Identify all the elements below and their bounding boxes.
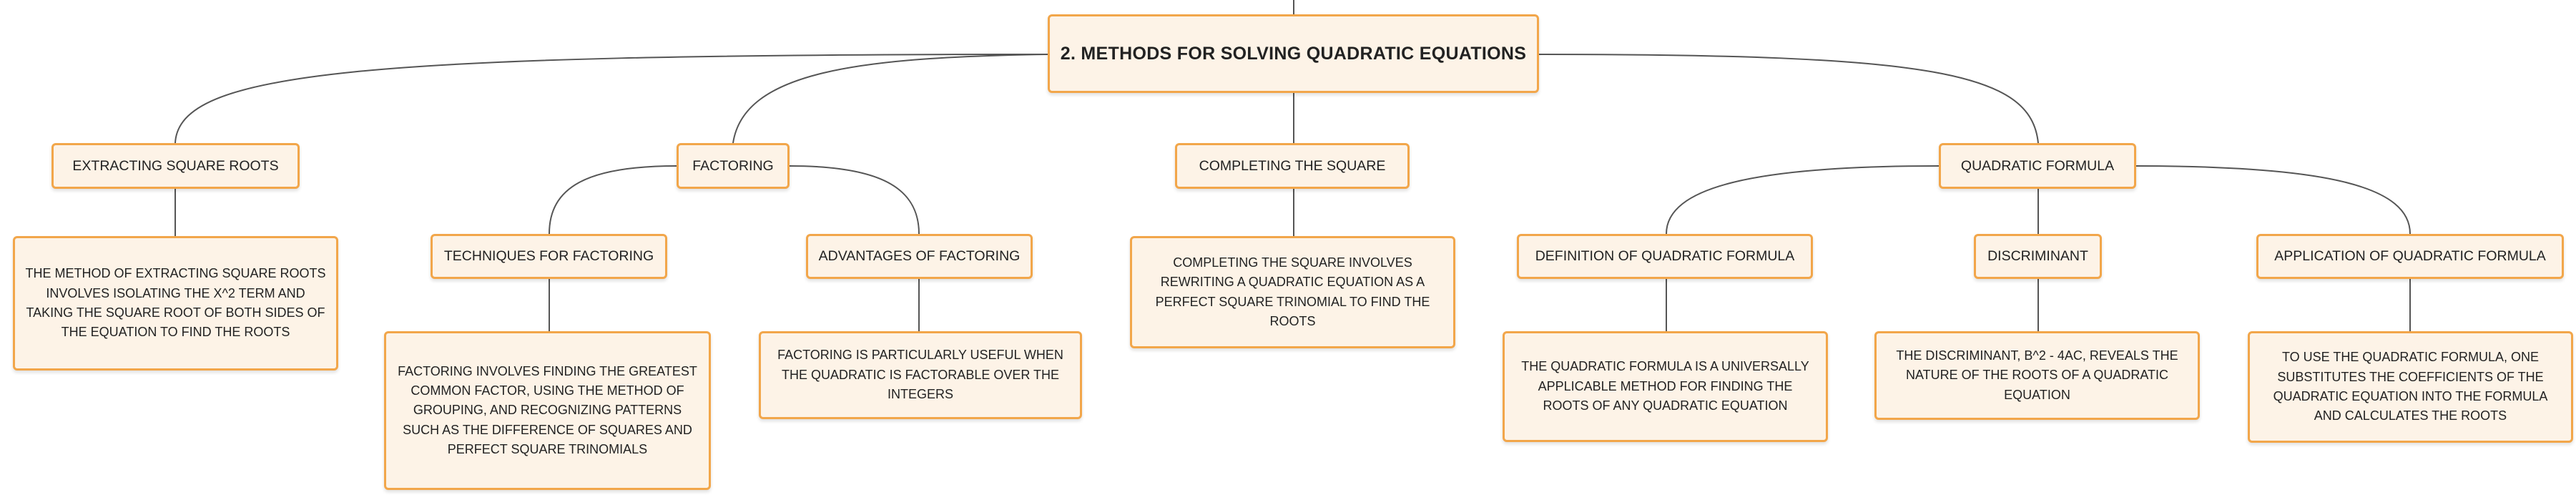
subtopic-definition-of-quadratic-formula[interactable]: DEFINITION OF QUADRATIC FORMULA bbox=[1517, 234, 1813, 279]
topic-factoring[interactable]: FACTORING bbox=[677, 143, 790, 189]
root-node[interactable]: 2. METHODS FOR SOLVING QUADRATIC EQUATIO… bbox=[1048, 14, 1539, 93]
detail-definition-of-quadratic-formula[interactable]: THE QUADRATIC FORMULA IS A UNIVERSALLY A… bbox=[1503, 331, 1828, 442]
detail-techniques-for-factoring[interactable]: FACTORING INVOLVES FINDING THE GREATEST … bbox=[384, 331, 711, 490]
subtopic-techniques-for-factoring[interactable]: TECHNIQUES FOR FACTORING bbox=[431, 234, 667, 279]
connector-line bbox=[732, 54, 1048, 144]
topic-completing-the-square[interactable]: COMPLETING THE SQUARE bbox=[1175, 143, 1410, 189]
detail-extracting-square-roots[interactable]: THE METHOD OF EXTRACTING SQUARE ROOTS IN… bbox=[13, 236, 338, 371]
topic-quadratic-formula[interactable]: QUADRATIC FORMULA bbox=[1939, 143, 2136, 189]
detail-discriminant[interactable]: THE DISCRIMINANT, B^2 - 4AC, REVEALS THE… bbox=[1874, 331, 2200, 420]
connector-line bbox=[1666, 165, 1940, 235]
subtopic-discriminant[interactable]: DISCRIMINANT bbox=[1974, 234, 2102, 279]
detail-completing-the-square[interactable]: COMPLETING THE SQUARE INVOLVES REWRITING… bbox=[1130, 236, 1455, 348]
detail-advantages-of-factoring[interactable]: FACTORING IS PARTICULARLY USEFUL WHEN TH… bbox=[759, 331, 1082, 419]
connector-line bbox=[174, 54, 1048, 144]
topic-extracting-square-roots[interactable]: EXTRACTING SQUARE ROOTS bbox=[51, 143, 300, 189]
connector-line bbox=[2135, 165, 2411, 235]
subtopic-advantages-of-factoring[interactable]: ADVANTAGES OF FACTORING bbox=[806, 234, 1033, 279]
detail-application-of-quadratic-formula[interactable]: TO USE THE QUADRATIC FORMULA, ONE SUBSTI… bbox=[2248, 331, 2573, 443]
connector-line bbox=[789, 165, 920, 235]
connector-line bbox=[549, 165, 677, 235]
subtopic-application-of-quadratic-formula[interactable]: APPLICATION OF QUADRATIC FORMULA bbox=[2256, 234, 2564, 279]
connector-line bbox=[1537, 54, 2039, 144]
